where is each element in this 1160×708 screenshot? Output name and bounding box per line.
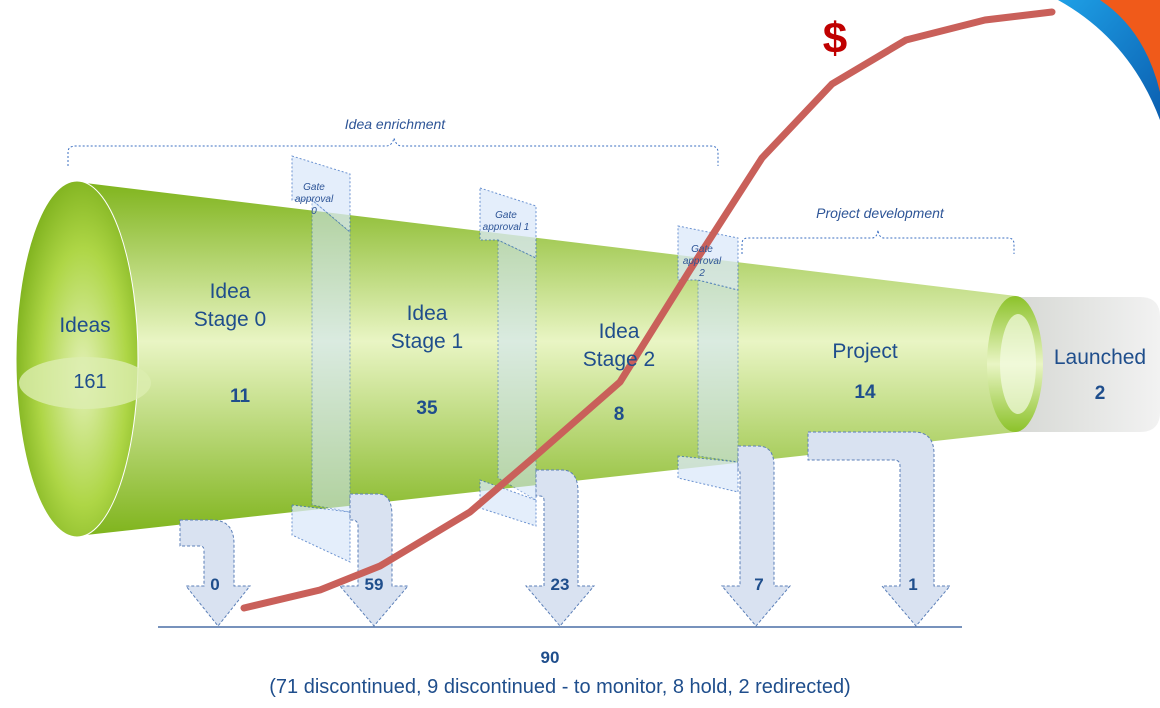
stage-1-name: Idea Stage 1 [390, 302, 464, 353]
dollar-sign: $ [822, 14, 848, 63]
stage-0-count: 11 [229, 386, 251, 407]
gate-0-label: Gate approval 0 [294, 182, 334, 217]
outflow-arrow-0 [179, 519, 252, 627]
outflow-count-1: 1 [908, 575, 918, 594]
outflow-arrows [179, 431, 952, 627]
project-development-label: Project development [816, 205, 944, 221]
funnel-end-inner [1000, 314, 1036, 414]
idea-enrichment-bracket [67, 137, 719, 166]
stage-1-count: 35 [416, 398, 438, 419]
stage-2-name: Idea Stage 2 [582, 320, 656, 371]
stage-ideas-name: Ideas [59, 314, 111, 337]
gate-2-panel [677, 225, 739, 493]
launched-tube [1013, 297, 1160, 432]
total-outflow: 90 [540, 648, 560, 667]
stage-0-name: Idea Stage 0 [193, 280, 267, 331]
gate-0-panel [291, 155, 351, 563]
outflow-arrow-7 [720, 445, 792, 627]
outflow-summary: (71 discontinued, 9 discontinued - to mo… [269, 676, 851, 698]
outflow-count-0: 0 [210, 575, 220, 594]
stage-2-count: 8 [613, 404, 625, 425]
outflow-arrow-59 [338, 493, 410, 627]
gate-2-label: Gate approval 2 [682, 244, 722, 279]
stage-launched-count: 2 [1094, 383, 1106, 404]
stage-project-name: Project [832, 340, 898, 363]
idea-enrichment-label: Idea enrichment [344, 116, 446, 132]
ideas-highlight [19, 357, 151, 409]
gate-1-label: Gate approval 1 [482, 210, 530, 233]
value-curve [240, 8, 1056, 612]
outflow-count-23: 23 [550, 575, 570, 594]
stage-ideas-count: 161 [73, 371, 107, 393]
outflow-arrow-1 [807, 431, 952, 627]
stage-launched-name: Launched [1053, 346, 1147, 369]
outflow-count-59: 59 [364, 575, 384, 594]
outflow-arrow-23 [524, 469, 596, 627]
project-development-bracket [741, 229, 1015, 254]
gate-1-panel [479, 187, 537, 527]
stage-project-count: 14 [854, 382, 876, 403]
outflow-count-7: 7 [754, 575, 764, 594]
brand-logo-corner-icon [1058, 0, 1160, 120]
